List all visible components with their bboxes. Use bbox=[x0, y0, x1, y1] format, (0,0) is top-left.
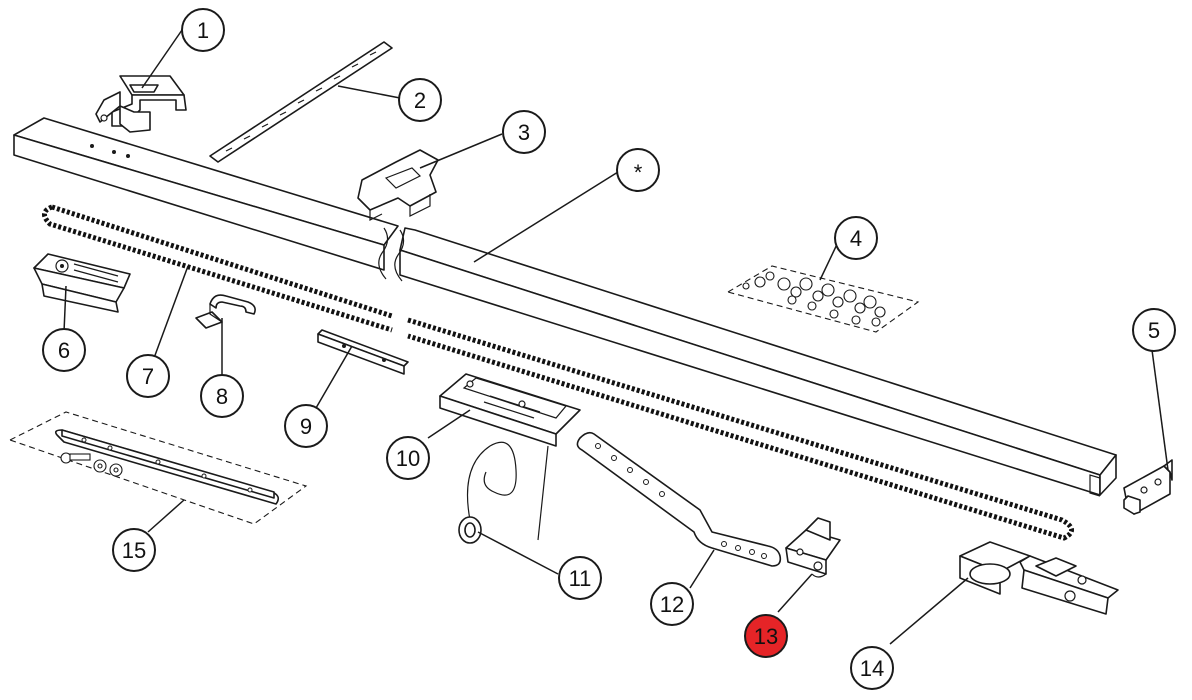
callout-5: 5 bbox=[1132, 308, 1176, 352]
part-11-release-cord bbox=[458, 441, 517, 544]
callout-label: 9 bbox=[300, 414, 312, 439]
callout-1: 1 bbox=[181, 8, 225, 52]
callout-label: 14 bbox=[860, 656, 884, 681]
callout-8: 8 bbox=[200, 374, 244, 418]
callout-circle bbox=[386, 436, 430, 480]
callout-11: 11 bbox=[558, 556, 602, 600]
callout-7: 7 bbox=[126, 354, 170, 398]
part-5-bracket bbox=[1123, 459, 1173, 515]
callout-circle bbox=[502, 110, 546, 154]
callout-circle bbox=[616, 148, 660, 192]
part-1-bracket bbox=[95, 75, 187, 133]
callout-star: * bbox=[616, 148, 660, 192]
callout-13: 13 bbox=[744, 614, 788, 658]
callout-circle bbox=[181, 8, 225, 52]
part-8-clip bbox=[195, 294, 256, 329]
part-4-hardware-kit bbox=[726, 265, 920, 333]
part-12-door-arm bbox=[576, 431, 782, 567]
callout-15: 15 bbox=[112, 528, 156, 572]
rail bbox=[13, 117, 1117, 497]
part-2-strap bbox=[209, 41, 393, 163]
callout-label: 15 bbox=[122, 538, 146, 563]
part-10-plate bbox=[439, 373, 581, 541]
callout-3: 3 bbox=[502, 110, 546, 154]
callout-14: 14 bbox=[850, 646, 894, 690]
callout-4: 4 bbox=[834, 216, 878, 260]
callout-label: 3 bbox=[518, 120, 530, 145]
part-3-bracket bbox=[357, 149, 439, 221]
callout-label: * bbox=[634, 160, 643, 185]
part-15-arm-kit bbox=[8, 411, 308, 525]
callout-circle bbox=[744, 614, 788, 658]
callout-9: 9 bbox=[284, 404, 328, 448]
leader-lines bbox=[63, 29, 1169, 645]
callout-circle bbox=[558, 556, 602, 600]
part-6-trolley bbox=[33, 253, 131, 313]
part-13-door-bracket bbox=[785, 517, 841, 578]
callout-circle bbox=[650, 582, 694, 626]
callout-label: 4 bbox=[850, 226, 862, 251]
part-9-rod bbox=[317, 329, 409, 375]
callout-circle bbox=[200, 374, 244, 418]
chain bbox=[42, 204, 1074, 541]
callout-label: 12 bbox=[660, 592, 684, 617]
callout-circle bbox=[42, 328, 86, 372]
callout-label: 2 bbox=[414, 88, 426, 113]
callout-label: 6 bbox=[58, 338, 70, 363]
callout-label: 5 bbox=[1148, 318, 1160, 343]
callout-label: 11 bbox=[569, 566, 592, 591]
callout-label: 13 bbox=[754, 624, 778, 649]
callout-circle bbox=[1132, 308, 1176, 352]
callout-label: 10 bbox=[396, 446, 420, 471]
callout-circle bbox=[112, 528, 156, 572]
callout-label: 1 bbox=[197, 18, 209, 43]
callout-label: 8 bbox=[216, 384, 228, 409]
callout-label: 7 bbox=[142, 364, 154, 389]
callout-circle bbox=[126, 354, 170, 398]
part-14-pulley-bracket bbox=[959, 541, 1119, 615]
callout-circle bbox=[398, 78, 442, 122]
callout-circle bbox=[834, 216, 878, 260]
callout-12: 12 bbox=[650, 582, 694, 626]
callout-6: 6 bbox=[42, 328, 86, 372]
callout-2: 2 bbox=[398, 78, 442, 122]
callout-circle bbox=[850, 646, 894, 690]
callout-circle bbox=[284, 404, 328, 448]
callout-10: 10 bbox=[386, 436, 430, 480]
